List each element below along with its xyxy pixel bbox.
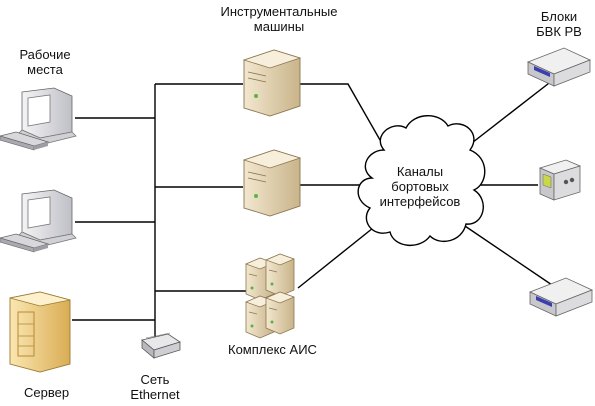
label-server: Сервер — [24, 385, 70, 400]
hardware-block-icon — [526, 47, 592, 87]
connection-lines — [72, 79, 556, 338]
tower-server-icon — [242, 149, 302, 217]
workstation-2 — [0, 189, 77, 253]
network-switch-icon — [141, 332, 181, 359]
server-node — [9, 291, 71, 373]
server-rack-icon — [245, 253, 295, 339]
label-workstations-text: Рабочие места — [19, 47, 71, 77]
label-channels: Каналы бортовых интерфейсов — [370, 164, 470, 209]
label-workstations: Рабочие места — [10, 47, 80, 77]
bvk-block-1 — [526, 47, 592, 87]
label-bvk-blocks-text: Блоки БВК РВ — [536, 9, 582, 39]
desktop-computer-icon — [0, 87, 77, 151]
hardware-block-icon — [538, 159, 582, 201]
bvk-block-2 — [538, 159, 582, 201]
instrument-machine-2 — [242, 149, 302, 217]
ais-complex — [245, 253, 295, 339]
cloud-icon — [357, 115, 486, 246]
desktop-computer-icon — [0, 189, 77, 253]
workstation-1 — [0, 87, 77, 151]
label-instrument-machines-text: Инструментальные машины — [220, 4, 338, 34]
label-bvk-blocks: Блоки БВК РВ — [528, 9, 590, 39]
label-ais-complex: Комплекс АИС — [228, 342, 317, 357]
bvk-block-3 — [528, 277, 594, 317]
ethernet-switch — [141, 332, 181, 359]
tower-server-icon — [242, 49, 302, 117]
label-instrument-machines: Инструментальные машины — [204, 4, 354, 34]
label-ethernet-text: Сеть Ethernet — [130, 372, 180, 402]
instrument-machine-1 — [242, 49, 302, 117]
hardware-block-icon — [528, 277, 594, 317]
label-channels-text: Каналы бортовых интерфейсов — [379, 164, 461, 209]
label-ethernet: Сеть Ethernet — [120, 372, 190, 402]
server-rack-icon — [9, 291, 71, 373]
